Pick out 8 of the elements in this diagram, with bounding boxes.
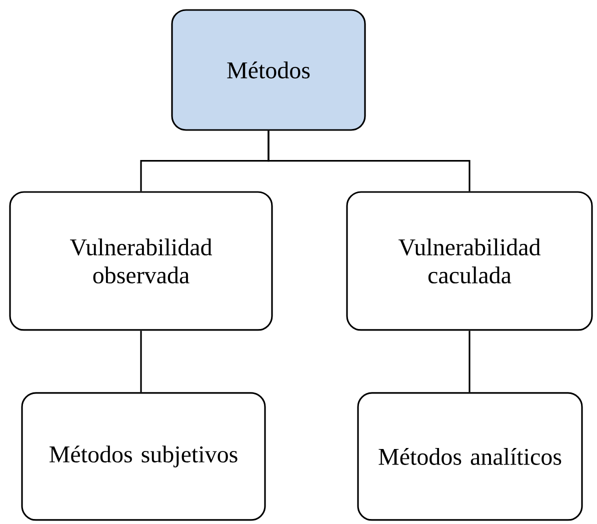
connector-line [468, 330, 470, 392]
connector-line [268, 130, 470, 192]
method-box: Métodos subjetivos [21, 392, 266, 521]
method-box: Métodos analíticos [357, 392, 583, 521]
method-box: Vulnerabilidad observada [9, 191, 273, 331]
method-box: Vulnerabilidad caculada [346, 191, 593, 331]
title-box: Métodos [171, 9, 366, 131]
connector-line [140, 330, 142, 392]
